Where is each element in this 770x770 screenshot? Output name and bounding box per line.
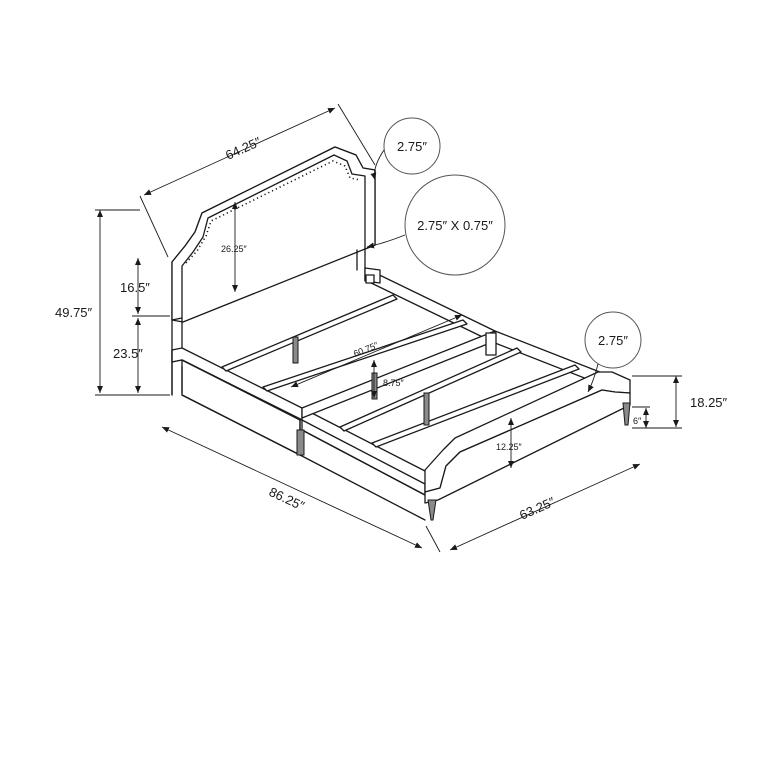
dimension-lines bbox=[95, 103, 682, 553]
headboard-panel-height-label: 26.25″ bbox=[221, 244, 248, 254]
leg-height-label: 6″ bbox=[633, 416, 642, 426]
headboard-lower-label: 23.5″ bbox=[113, 346, 143, 361]
overall-width-label: 63.25″ bbox=[517, 494, 557, 523]
overall-height-label: 49.75″ bbox=[55, 305, 93, 320]
callout-headboard-thickness: 2.75″ bbox=[370, 117, 441, 181]
headboard-thickness-label: 2.75″ bbox=[397, 139, 427, 154]
overall-length-label: 86.25″ bbox=[267, 484, 307, 513]
bed-frame bbox=[171, 267, 611, 521]
footboard bbox=[424, 371, 631, 521]
callout-slat-size: 2.75″ X 0.75″ bbox=[366, 174, 506, 276]
footboard-thickness-label: 2.75″ bbox=[598, 333, 628, 348]
callout-footboard-thickness: 2.75″ bbox=[584, 311, 642, 393]
footboard-height-label: 12.25″ bbox=[496, 442, 523, 452]
headboard-upper-label: 16.5″ bbox=[120, 280, 150, 295]
leg-clearance-label: 8.75″ bbox=[383, 378, 405, 388]
headboard-width-label: 64.25″ bbox=[223, 134, 263, 163]
slat-size-label: 2.75″ X 0.75″ bbox=[417, 218, 493, 233]
rail-height-label: 18.25″ bbox=[690, 395, 728, 410]
